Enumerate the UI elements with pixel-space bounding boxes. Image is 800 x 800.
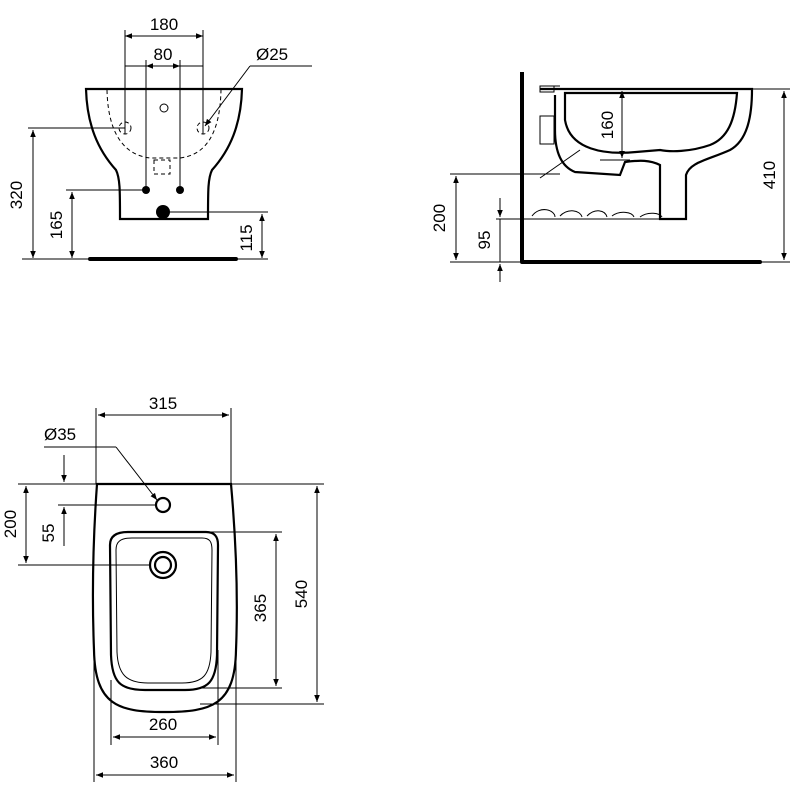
- top-dim-260: 260: [149, 715, 177, 734]
- front-dim-dia25: Ø25: [256, 45, 288, 64]
- top-bidet-outline: [91, 482, 238, 714]
- top-tap-hole: [154, 496, 172, 514]
- front-dim-80: 80: [154, 45, 173, 64]
- side-dim-410: 410: [760, 161, 779, 189]
- side-fixing-block: [539, 115, 555, 145]
- front-dim-115: 115: [237, 224, 256, 251]
- front-bowl-dashed: [106, 89, 222, 159]
- side-bidet-outline: [540, 87, 754, 221]
- top-dim-360: 360: [150, 753, 178, 772]
- front-view: 180 80 Ø25 320 165 115: [7, 15, 312, 261]
- top-dim-200: 200: [1, 510, 20, 538]
- side-dim-95: 95: [475, 231, 494, 250]
- side-dim-160: 160: [598, 111, 617, 139]
- top-dim-315: 315: [149, 394, 177, 413]
- front-dim-165: 165: [47, 211, 66, 239]
- top-view: 315 Ø35 200 55 365 540 260 360: [1, 394, 324, 782]
- top-dim-540: 540: [292, 580, 311, 608]
- top-dim-dia35: Ø35: [44, 425, 76, 444]
- side-bowl-inner: [563, 91, 739, 154]
- side-view: 160 410 200 95: [430, 72, 790, 282]
- front-dim-320: 320: [7, 181, 26, 209]
- top-bowl-inner: [108, 530, 220, 692]
- front-tap-hole: [159, 103, 169, 113]
- top-dim-365: 365: [251, 594, 270, 622]
- front-drain-dashed: [153, 159, 171, 175]
- top-dim-55: 55: [39, 524, 58, 543]
- top-drain-inner: [153, 555, 173, 575]
- side-floor-pattern: [530, 209, 686, 220]
- side-dim-200: 200: [430, 204, 449, 232]
- front-bidet-outline: [84, 87, 244, 221]
- front-dim-180: 180: [150, 15, 178, 34]
